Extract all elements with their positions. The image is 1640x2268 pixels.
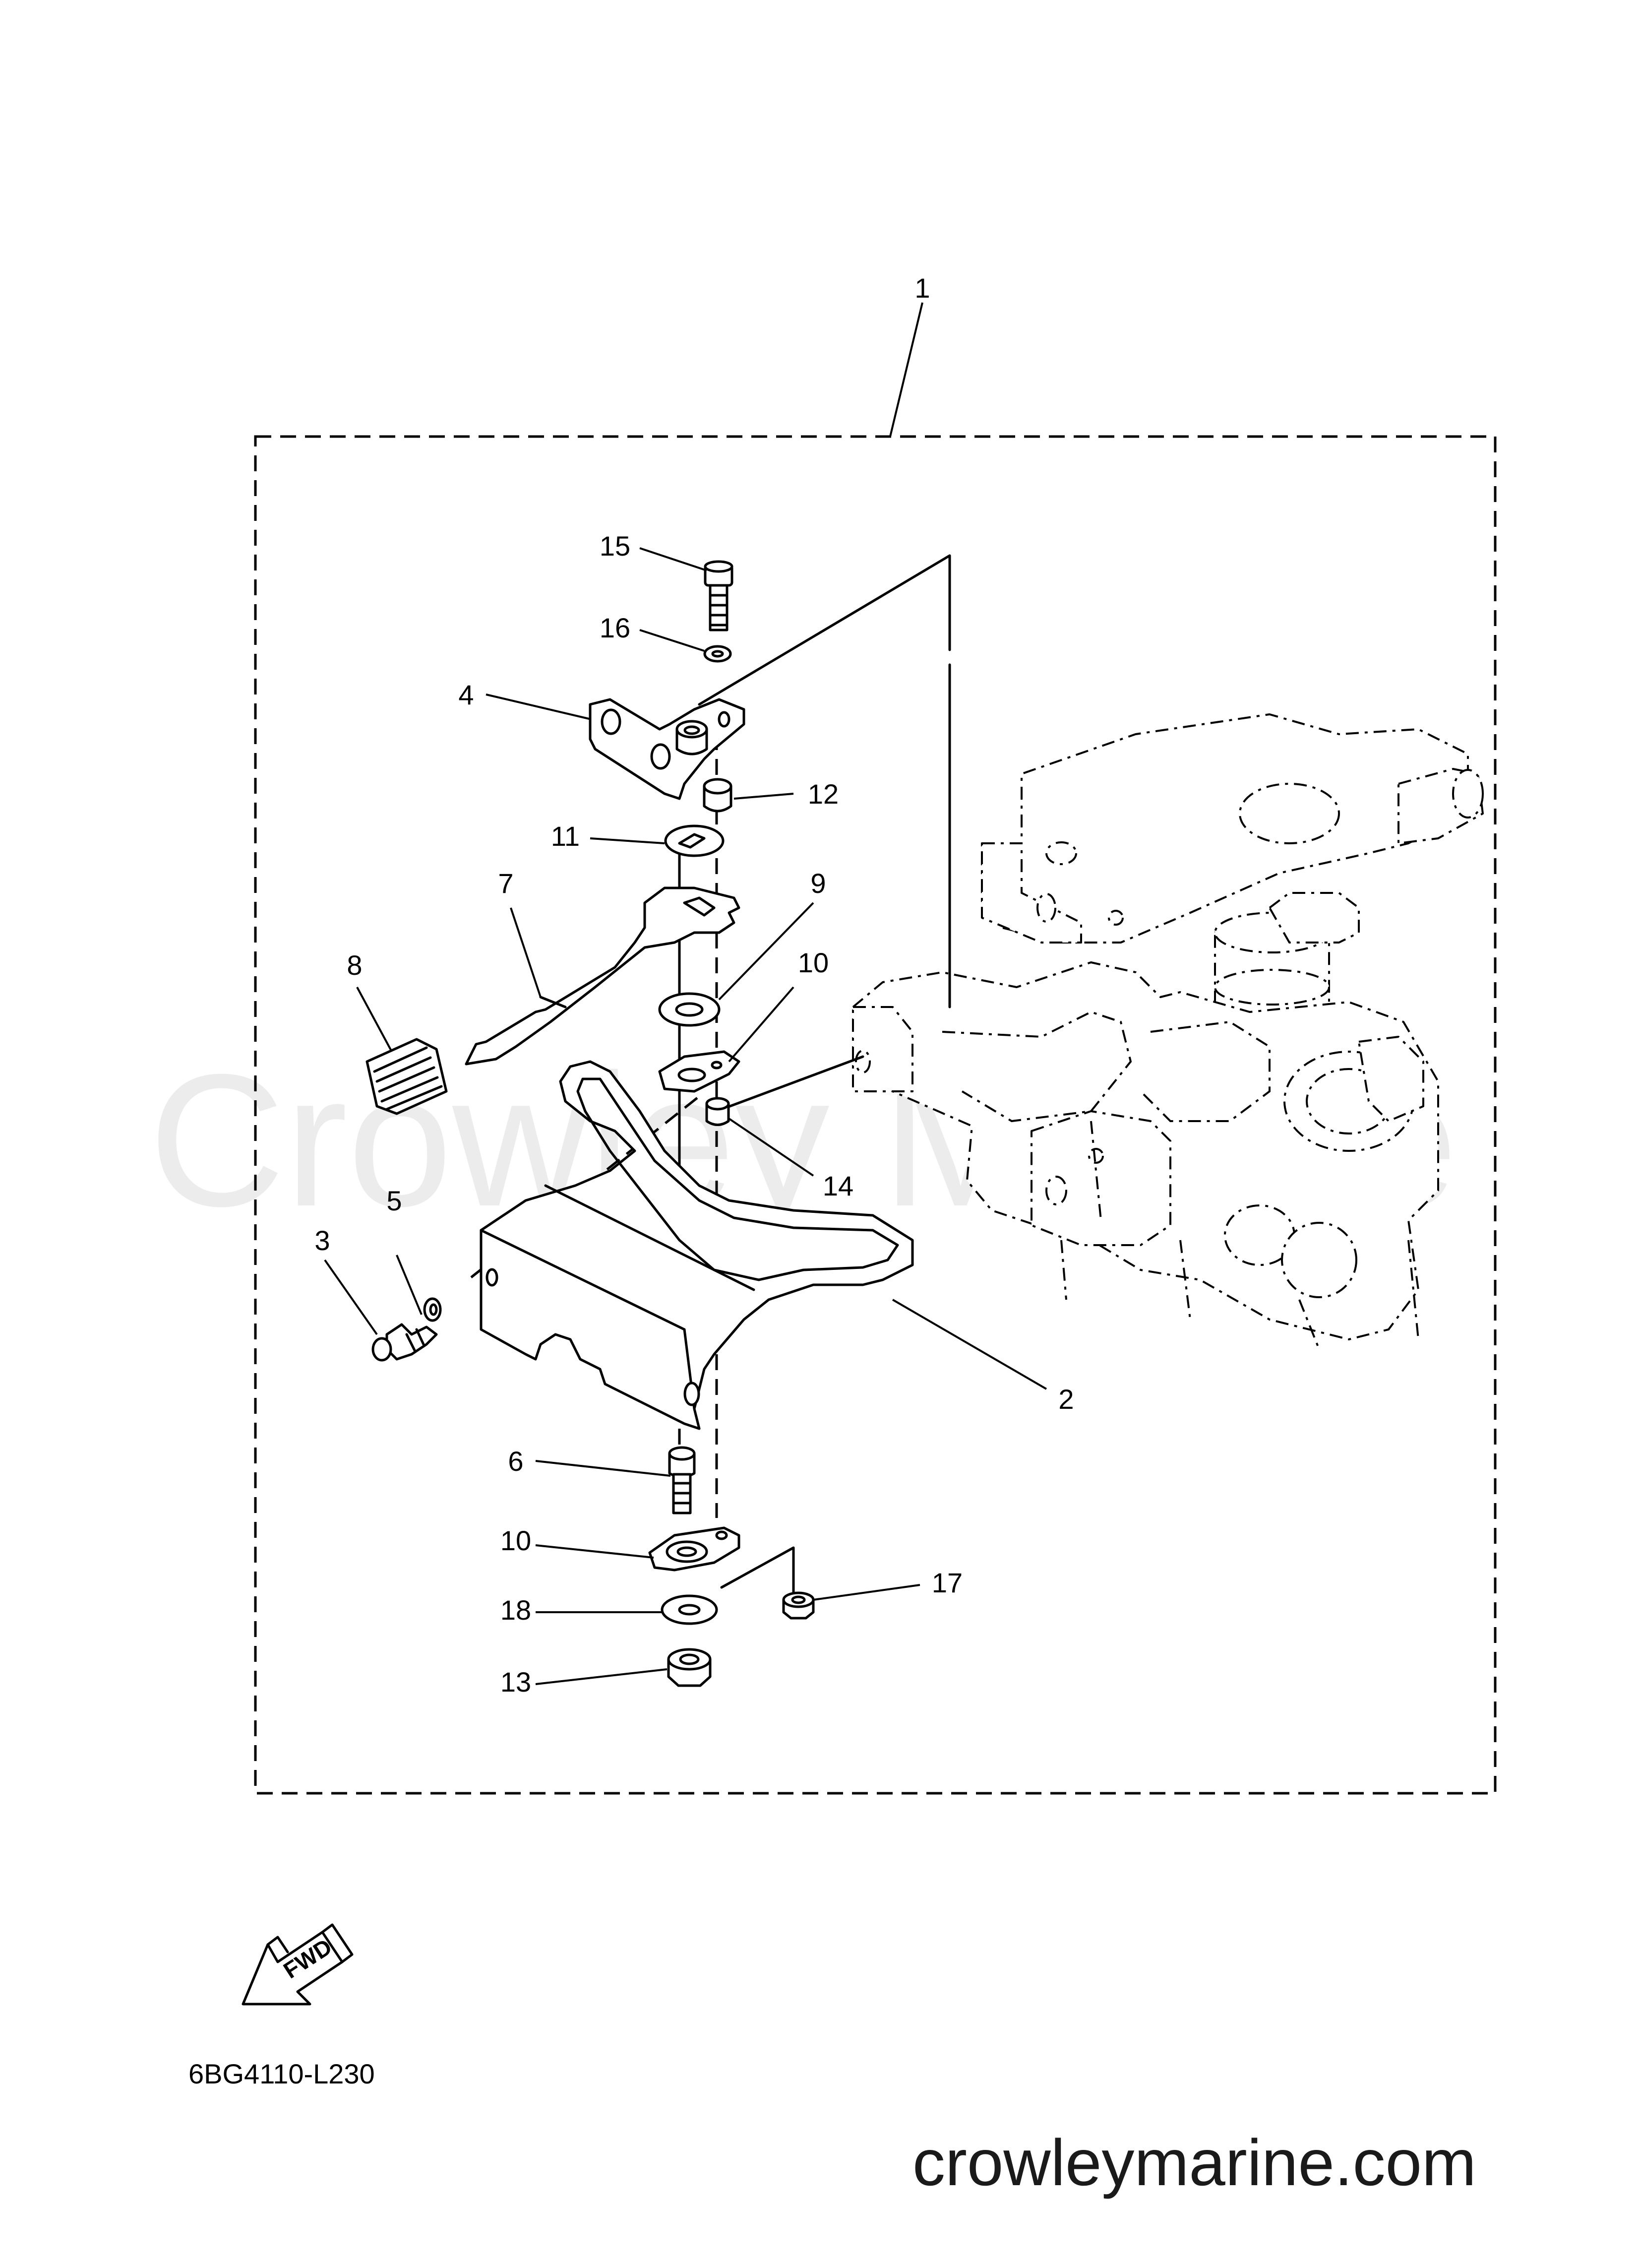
bolt-6[interactable] <box>668 1446 696 1514</box>
callout-labels: 1 2 3 4 5 6 7 8 9 10 10 11 12 13 14 15 1… <box>314 272 1074 1698</box>
callout-12: 12 <box>808 778 839 810</box>
leader-11 <box>590 837 665 844</box>
leader-15 <box>639 547 707 571</box>
washer-18[interactable] <box>661 1594 718 1625</box>
callout-11: 11 <box>551 820 580 852</box>
callout-17: 17 <box>932 1567 963 1598</box>
leader-10a <box>728 986 794 1063</box>
callout-18: 18 <box>500 1594 531 1626</box>
washer-11[interactable] <box>664 824 725 857</box>
leader-14 <box>728 1118 814 1177</box>
nut-13[interactable] <box>667 1648 712 1687</box>
axis-line-15 <box>698 554 951 706</box>
bolt-15[interactable] <box>704 560 733 631</box>
nut-17[interactable] <box>782 1591 815 1620</box>
assembly-boundary <box>254 435 1497 1795</box>
callout-2: 2 <box>1058 1384 1074 1415</box>
callout-10a: 10 <box>798 947 829 978</box>
callout-7: 7 <box>498 868 513 899</box>
fwd-arrow-icon: FWD <box>242 1923 354 2006</box>
leader-1 <box>889 302 923 437</box>
swivel-bracket-outline <box>852 713 1484 1350</box>
leader-13 <box>535 1668 668 1685</box>
callout-10b: 10 <box>500 1525 531 1556</box>
leader-5 <box>396 1255 423 1315</box>
axis-line-14 <box>715 1055 864 1113</box>
lever-7[interactable] <box>465 886 740 1066</box>
callout-9: 9 <box>810 868 826 899</box>
callout-15: 15 <box>600 530 630 562</box>
plate-10-upper[interactable] <box>658 1050 740 1093</box>
callout-5: 5 <box>386 1185 402 1216</box>
callout-8: 8 <box>347 949 362 981</box>
bracket-2[interactable] <box>480 1060 914 1430</box>
bracket-4[interactable] <box>589 698 745 800</box>
leader-4 <box>486 693 592 720</box>
collar-12[interactable] <box>703 778 732 813</box>
leader-2 <box>892 1299 1047 1390</box>
pin-14[interactable] <box>705 1097 730 1126</box>
leader-8 <box>356 987 393 1052</box>
leader-3 <box>324 1259 378 1335</box>
callout-13: 13 <box>500 1666 531 1698</box>
axis-line-17 <box>720 1546 795 1604</box>
leader-10b <box>535 1544 654 1559</box>
plate-10-lower[interactable] <box>648 1526 740 1572</box>
screw-3[interactable] <box>371 1323 438 1362</box>
callout-6: 6 <box>508 1446 523 1477</box>
callout-1: 1 <box>914 272 930 304</box>
callout-3: 3 <box>314 1225 330 1256</box>
leader-7 <box>510 907 542 998</box>
diagram-code: 6BG4110-L230 <box>188 2058 375 2089</box>
callout-14: 14 <box>823 1170 853 1201</box>
washer-16[interactable] <box>703 645 732 663</box>
leader-17 <box>813 1584 920 1601</box>
leader-12 <box>733 793 794 800</box>
grip-8[interactable] <box>365 1038 448 1115</box>
washer-9[interactable] <box>658 992 721 1027</box>
callout-4: 4 <box>458 679 474 710</box>
washer-5[interactable] <box>423 1297 442 1322</box>
leader-16 <box>639 629 705 652</box>
callout-16: 16 <box>600 612 630 643</box>
site-footer: crowleymarine.com <box>912 2126 1476 2199</box>
leader-6 <box>535 1460 671 1477</box>
leader-9 <box>718 902 814 1001</box>
